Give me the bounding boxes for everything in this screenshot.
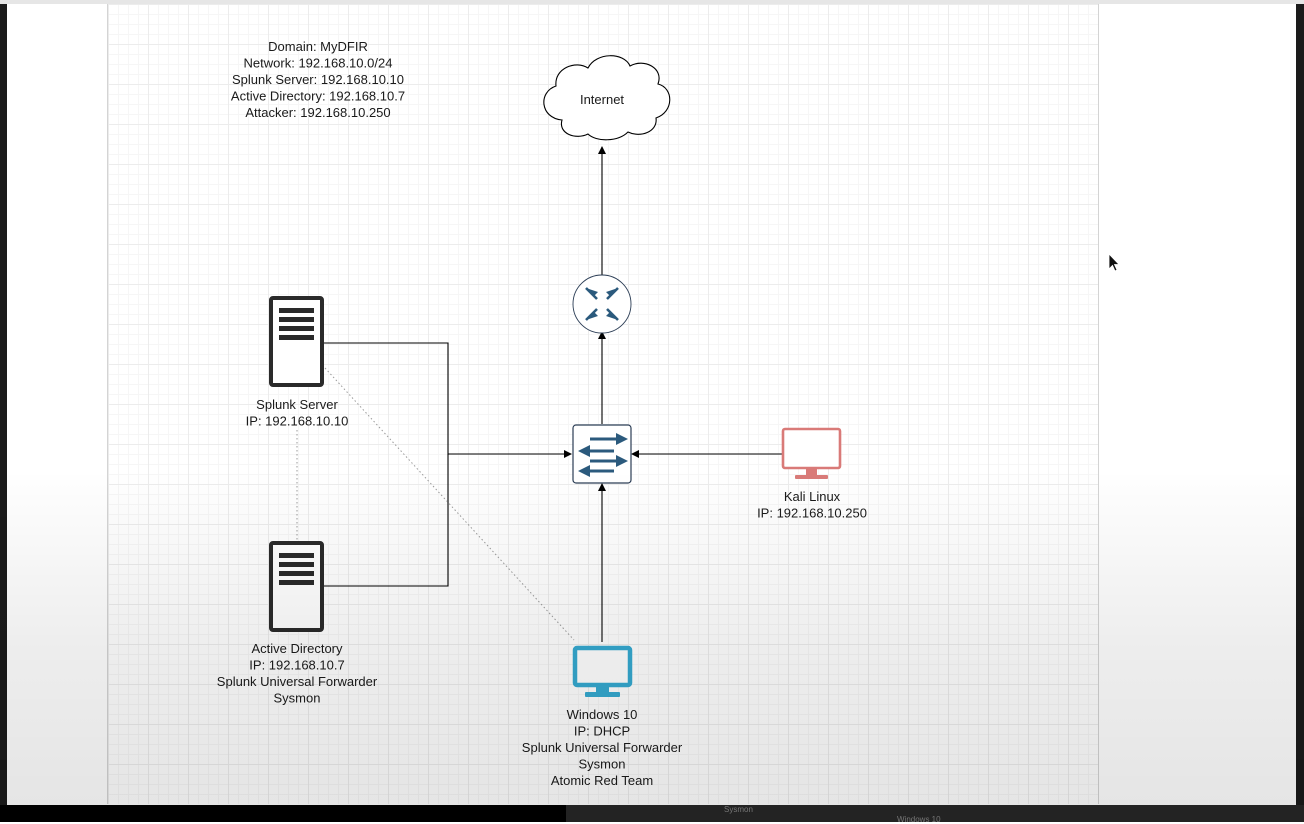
- info-block: Domain: MyDFIR Network: 192.168.10.0/24 …: [231, 39, 405, 120]
- switch-node[interactable]: [572, 424, 632, 484]
- router-icon: [572, 274, 632, 334]
- monitor-icon: [781, 427, 842, 479]
- internet-cloud[interactable]: Internet: [543, 55, 671, 141]
- windows-name: Windows 10: [567, 707, 638, 722]
- switch-icon: [572, 424, 632, 484]
- ad-forwarder: Splunk Universal Forwarder: [217, 674, 378, 689]
- windows-art: Atomic Red Team: [551, 773, 653, 788]
- connectors: [296, 146, 782, 642]
- kali-ip: IP: 192.168.10.250: [757, 506, 867, 521]
- domain-text: Domain: MyDFIR: [268, 39, 368, 54]
- kali-linux-node[interactable]: Kali Linux IP: 192.168.10.250: [757, 427, 867, 521]
- monitor-icon: [572, 645, 633, 697]
- ad-to-switch-edge: [323, 454, 449, 587]
- splunk-windows-dotted-link: [324, 367, 575, 641]
- attacker-ip-text: Attacker: 192.168.10.250: [245, 105, 390, 120]
- router-node[interactable]: [572, 274, 632, 334]
- splunk-to-switch-edge: [323, 342, 572, 458]
- splunk-server-ip: IP: 192.168.10.10: [246, 414, 349, 429]
- server-icon: [269, 541, 324, 632]
- cloud-icon: [543, 55, 671, 141]
- left-letterbox: [0, 0, 7, 822]
- ad-ip: IP: 192.168.10.7: [249, 658, 344, 673]
- windows-forwarder: Splunk Universal Forwarder: [522, 740, 683, 755]
- ghost-windows-label: Windows 10: [897, 815, 941, 824]
- top-strip: [0, 0, 1304, 4]
- internet-label: Internet: [580, 92, 624, 107]
- mouse-cursor: [1108, 253, 1120, 272]
- splunk-server-node[interactable]: Splunk Server IP: 192.168.10.10: [246, 296, 349, 429]
- splunk-ip-text: Splunk Server: 192.168.10.10: [232, 72, 404, 87]
- active-directory-node[interactable]: Active Directory IP: 192.168.10.7 Splunk…: [217, 541, 378, 706]
- ad-ip-text: Active Directory: 192.168.10.7: [231, 89, 405, 104]
- ad-name: Active Directory: [251, 641, 343, 656]
- cursor-icon: [1108, 253, 1120, 272]
- ghost-sysmon-label: Sysmon: [724, 805, 753, 814]
- server-icon: [269, 296, 324, 387]
- bottom-bar-left: [0, 805, 566, 822]
- bottom-bar-right: [566, 805, 1304, 822]
- kali-name: Kali Linux: [784, 489, 841, 504]
- windows-ip: IP: DHCP: [574, 724, 630, 739]
- windows-sysmon: Sysmon: [579, 757, 626, 772]
- network-text: Network: 192.168.10.0/24: [244, 56, 393, 71]
- windows-10-node[interactable]: Windows 10 IP: DHCP Splunk Universal For…: [522, 645, 683, 788]
- splunk-server-name: Splunk Server: [256, 397, 338, 412]
- right-letterbox: [1296, 0, 1304, 822]
- ad-sysmon: Sysmon: [274, 691, 321, 706]
